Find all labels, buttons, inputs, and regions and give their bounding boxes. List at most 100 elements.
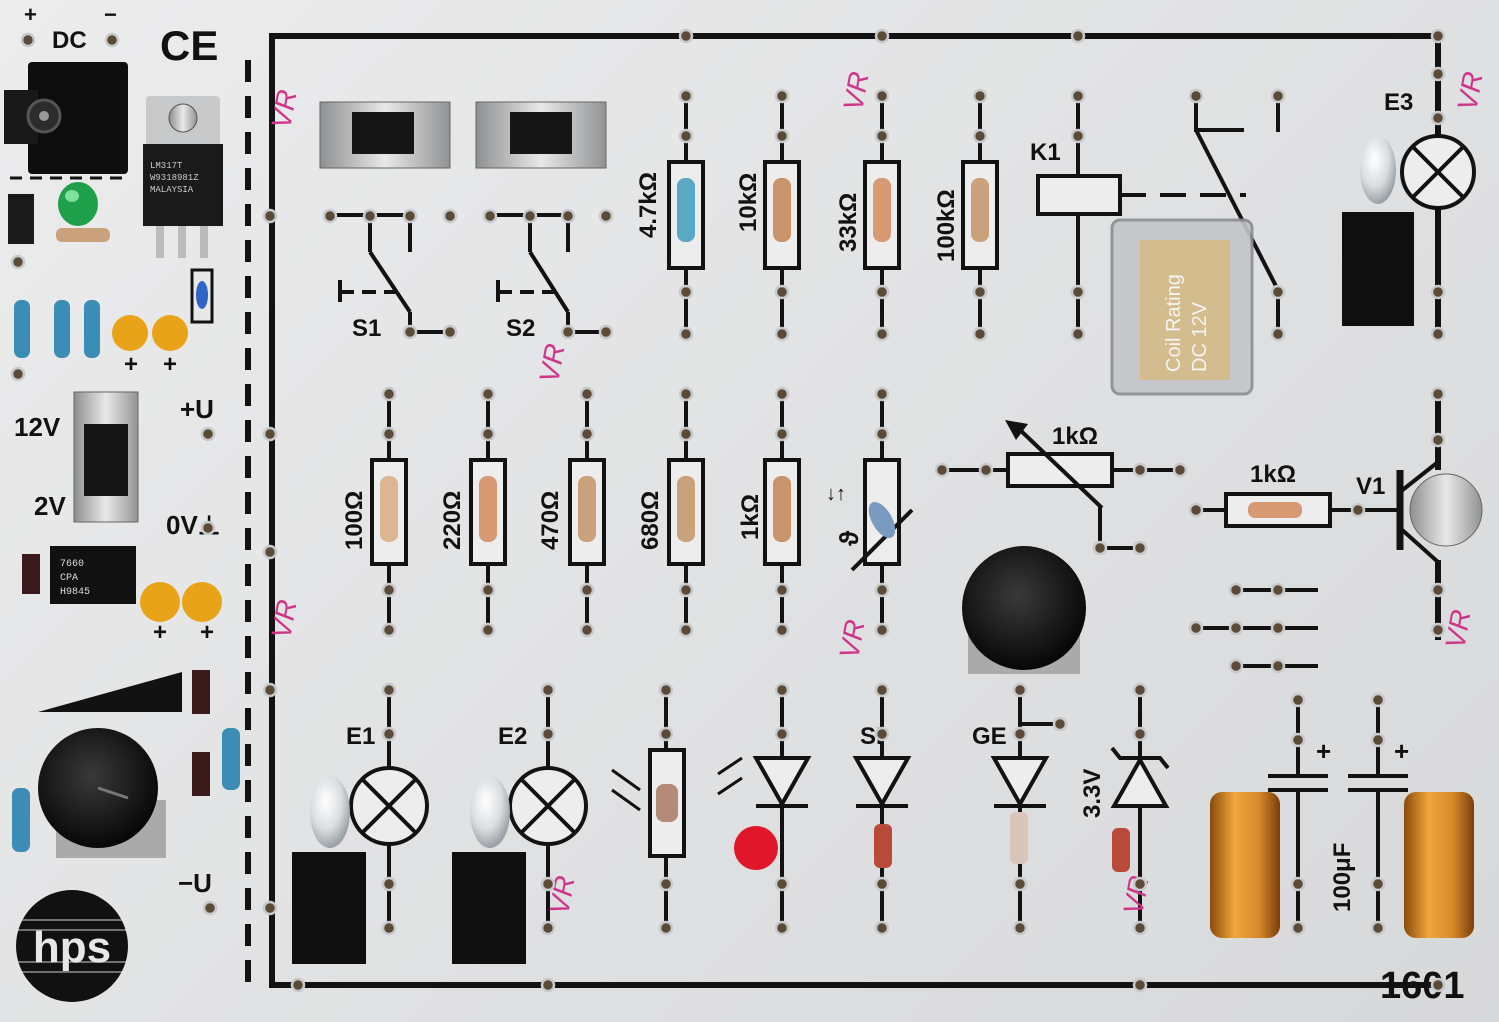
banana-socket[interactable] xyxy=(290,977,306,993)
banana-socket[interactable] xyxy=(480,622,496,638)
banana-socket[interactable] xyxy=(1290,876,1306,892)
banana-socket[interactable] xyxy=(874,326,890,342)
banana-socket[interactable] xyxy=(774,682,790,698)
banana-socket[interactable] xyxy=(1370,876,1386,892)
banana-socket[interactable] xyxy=(1370,920,1386,936)
banana-socket[interactable] xyxy=(480,582,496,598)
banana-socket[interactable] xyxy=(874,128,890,144)
banana-socket[interactable] xyxy=(1270,658,1286,674)
banana-socket[interactable] xyxy=(381,876,397,892)
banana-socket[interactable] xyxy=(678,28,694,44)
banana-socket[interactable] xyxy=(1430,432,1446,448)
banana-socket[interactable] xyxy=(774,386,790,402)
banana-socket[interactable] xyxy=(1188,88,1204,104)
banana-socket[interactable] xyxy=(874,726,890,742)
banana-socket[interactable] xyxy=(1228,582,1244,598)
banana-socket[interactable] xyxy=(678,128,694,144)
banana-socket[interactable] xyxy=(678,284,694,300)
banana-socket[interactable] xyxy=(1430,582,1446,598)
banana-socket[interactable] xyxy=(1270,620,1286,636)
banana-socket[interactable] xyxy=(1070,284,1086,300)
banana-socket[interactable] xyxy=(678,326,694,342)
banana-socket[interactable] xyxy=(774,326,790,342)
banana-socket[interactable] xyxy=(1132,876,1148,892)
banana-socket[interactable] xyxy=(381,622,397,638)
dc-jack[interactable] xyxy=(4,62,128,174)
banana-socket[interactable] xyxy=(1132,462,1148,478)
banana-socket[interactable] xyxy=(322,208,338,224)
banana-socket[interactable] xyxy=(482,208,498,224)
banana-socket[interactable] xyxy=(1430,110,1446,126)
banana-socket[interactable] xyxy=(362,208,378,224)
banana-socket[interactable] xyxy=(1430,28,1446,44)
banana-socket[interactable] xyxy=(1290,732,1306,748)
banana-socket[interactable] xyxy=(874,622,890,638)
banana-socket[interactable] xyxy=(20,32,36,48)
banana-socket[interactable] xyxy=(579,386,595,402)
banana-socket[interactable] xyxy=(874,876,890,892)
banana-socket[interactable] xyxy=(874,920,890,936)
banana-socket[interactable] xyxy=(262,900,278,916)
banana-socket[interactable] xyxy=(774,726,790,742)
banana-socket[interactable] xyxy=(381,920,397,936)
banana-socket[interactable] xyxy=(774,622,790,638)
banana-socket[interactable] xyxy=(972,128,988,144)
banana-socket[interactable] xyxy=(934,462,950,478)
supply-voltage-knob[interactable] xyxy=(38,728,166,858)
banana-socket[interactable] xyxy=(678,386,694,402)
banana-socket[interactable] xyxy=(442,324,458,340)
banana-socket[interactable] xyxy=(678,88,694,104)
banana-socket[interactable] xyxy=(1070,326,1086,342)
banana-socket[interactable] xyxy=(1188,620,1204,636)
banana-socket[interactable] xyxy=(1052,716,1068,732)
banana-socket[interactable] xyxy=(1012,876,1028,892)
banana-socket[interactable] xyxy=(381,582,397,598)
banana-socket[interactable] xyxy=(1430,284,1446,300)
banana-socket[interactable] xyxy=(972,326,988,342)
voltage-select-switch[interactable] xyxy=(73,391,139,523)
banana-socket[interactable] xyxy=(1290,692,1306,708)
banana-socket[interactable] xyxy=(1430,66,1446,82)
banana-socket[interactable] xyxy=(480,426,496,442)
banana-socket[interactable] xyxy=(381,386,397,402)
banana-socket[interactable] xyxy=(874,28,890,44)
banana-socket[interactable] xyxy=(1132,920,1148,936)
banana-socket[interactable] xyxy=(978,462,994,478)
banana-socket[interactable] xyxy=(262,682,278,698)
banana-socket[interactable] xyxy=(262,426,278,442)
banana-socket[interactable] xyxy=(972,284,988,300)
banana-socket[interactable] xyxy=(874,582,890,598)
banana-socket[interactable] xyxy=(774,426,790,442)
banana-socket[interactable] xyxy=(1012,726,1028,742)
banana-socket[interactable] xyxy=(774,128,790,144)
banana-socket[interactable] xyxy=(658,726,674,742)
banana-socket[interactable] xyxy=(1430,326,1446,342)
banana-socket[interactable] xyxy=(1430,977,1446,993)
pot-knob[interactable] xyxy=(962,546,1086,674)
banana-socket[interactable] xyxy=(381,726,397,742)
banana-socket[interactable] xyxy=(540,920,556,936)
banana-socket[interactable] xyxy=(874,682,890,698)
banana-socket[interactable] xyxy=(678,582,694,598)
banana-socket[interactable] xyxy=(1270,582,1286,598)
banana-socket[interactable] xyxy=(1430,622,1446,638)
banana-socket[interactable] xyxy=(381,426,397,442)
banana-socket[interactable] xyxy=(874,88,890,104)
banana-socket[interactable] xyxy=(579,622,595,638)
banana-socket[interactable] xyxy=(1370,732,1386,748)
banana-socket[interactable] xyxy=(1172,462,1188,478)
banana-socket[interactable] xyxy=(678,622,694,638)
banana-socket[interactable] xyxy=(104,32,120,48)
banana-socket[interactable] xyxy=(874,426,890,442)
banana-socket[interactable] xyxy=(1012,920,1028,936)
banana-socket[interactable] xyxy=(598,208,614,224)
banana-socket[interactable] xyxy=(540,977,556,993)
switch-s2[interactable] xyxy=(475,101,607,169)
banana-socket[interactable] xyxy=(560,324,576,340)
banana-socket[interactable] xyxy=(522,208,538,224)
banana-socket[interactable] xyxy=(774,876,790,892)
banana-socket[interactable] xyxy=(1070,128,1086,144)
banana-socket[interactable] xyxy=(874,284,890,300)
banana-socket[interactable] xyxy=(1228,620,1244,636)
banana-socket[interactable] xyxy=(774,582,790,598)
